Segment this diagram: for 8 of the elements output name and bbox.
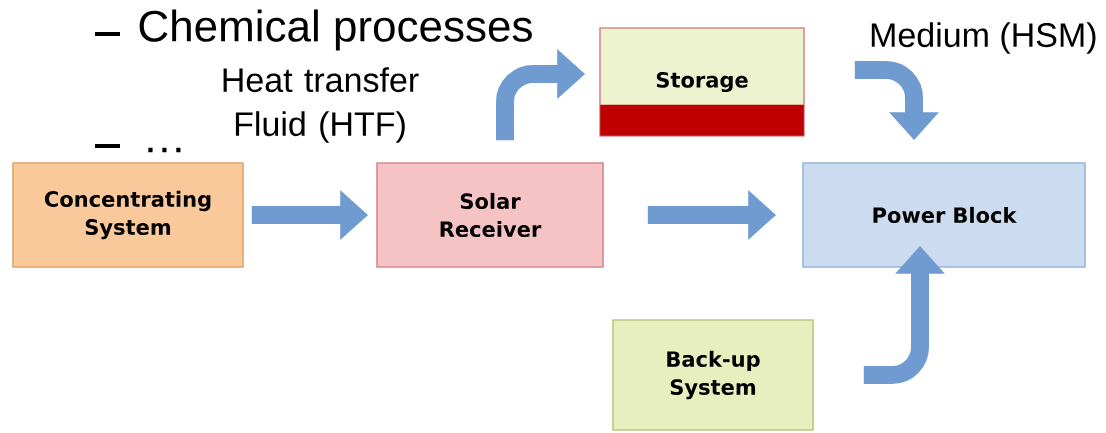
process-box: Power Block xyxy=(802,162,1086,268)
label-text: Medium (HSM) xyxy=(871,22,1096,54)
label-text: Chemical processes xyxy=(139,9,532,51)
label-text: Heat transfer Fluid (HTF) xyxy=(223,67,419,143)
process-box: Back-up System xyxy=(612,319,814,431)
process-box: Storage xyxy=(599,27,805,137)
process-box: Concentrating System xyxy=(12,162,244,268)
process-box: Solar Receiver xyxy=(376,162,604,268)
